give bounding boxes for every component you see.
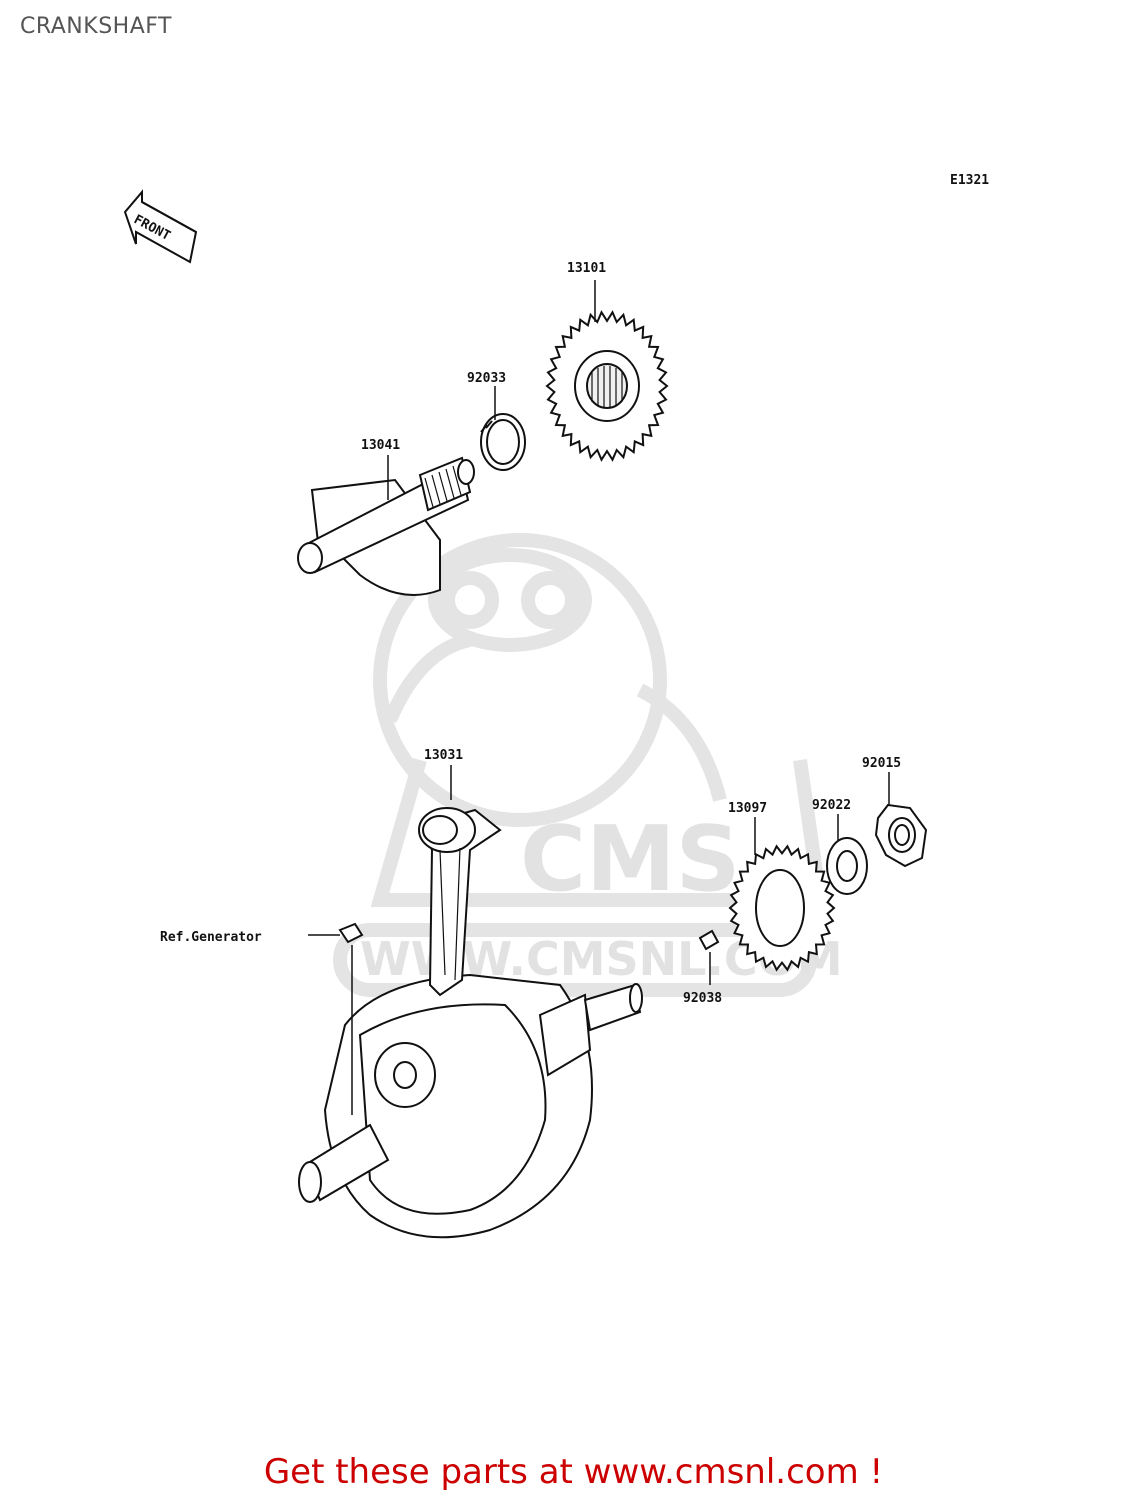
circlip-92033: [480, 413, 526, 471]
callout-13041: 13041: [361, 438, 400, 453]
watermark-brand: CMS: [520, 807, 740, 912]
washer-92022: [826, 837, 868, 895]
callout-92015: 92015: [862, 756, 901, 771]
footer-cmsnl-link[interactable]: Get these parts at www.cmsnl.com !: [263, 1452, 884, 1492]
gear-13097: [728, 844, 836, 972]
callout-92038: 92038: [683, 991, 722, 1006]
balancer-shaft-13041: [297, 456, 475, 596]
woodruff-key-ref-generator: [338, 922, 364, 944]
callout-ref-generator: Ref.Generator: [160, 930, 262, 945]
callout-13097: 13097: [728, 801, 767, 816]
diagram-code: E1321: [950, 173, 989, 188]
leader-lines: [308, 280, 890, 1115]
key-92038: [698, 929, 720, 951]
callout-92022: 92022: [812, 798, 851, 813]
page-title: CRANKSHAFT: [20, 14, 172, 39]
gear-13101: [545, 310, 669, 462]
nut-92015: [874, 803, 928, 868]
callout-13031: 13031: [424, 748, 463, 763]
callout-92033: 92033: [467, 371, 506, 386]
callout-13101: 13101: [567, 261, 606, 276]
crankshaft-assembly-13031: [298, 807, 643, 1239]
front-arrow-icon: [123, 189, 198, 264]
cmsnl-watermark: [333, 533, 829, 997]
